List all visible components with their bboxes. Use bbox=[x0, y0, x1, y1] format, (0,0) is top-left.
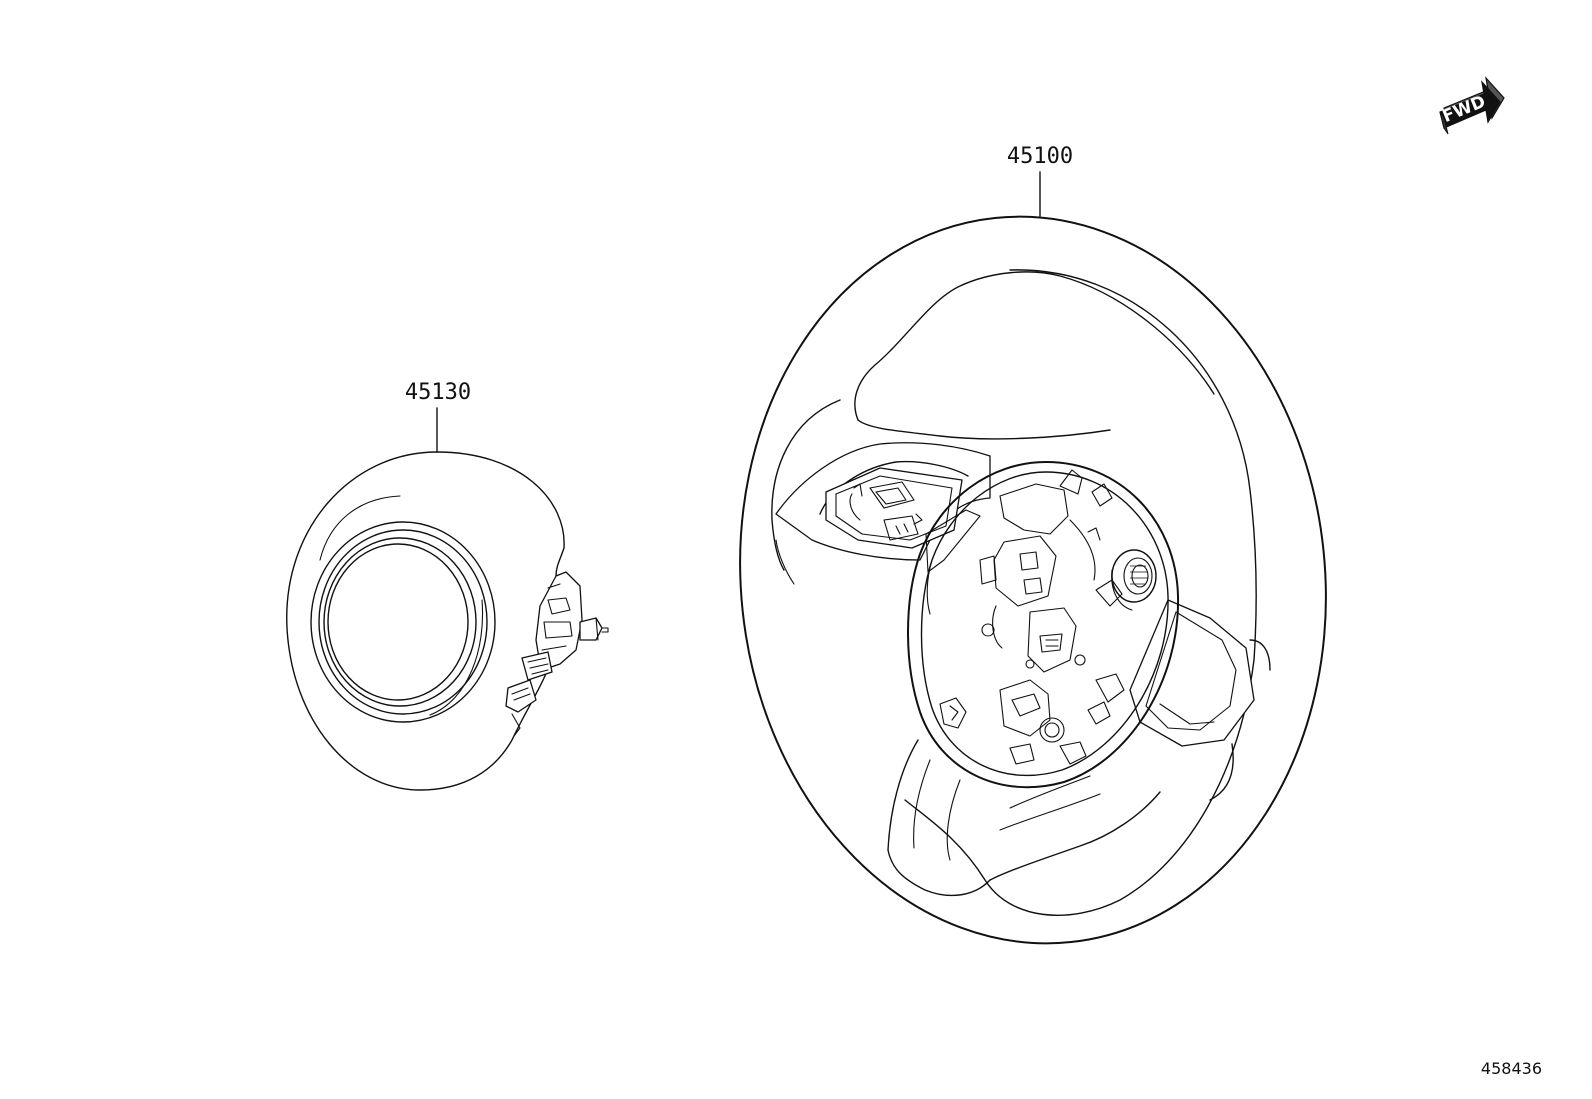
fwd-direction-badge: FWD bbox=[1439, 76, 1505, 135]
diagram-id: 458436 bbox=[1481, 1059, 1542, 1078]
steering-wheel-drawing bbox=[739, 215, 1327, 945]
part-number-45100: 45100 bbox=[1007, 144, 1073, 169]
airbag-pad-drawing bbox=[286, 451, 609, 791]
part-45100-group: 45100 bbox=[739, 144, 1327, 945]
fwd-label: FWD bbox=[1440, 92, 1489, 127]
fwd-arrow-icon bbox=[1439, 76, 1505, 135]
part-number-45130: 45130 bbox=[405, 380, 471, 405]
part-45130-group: 45130 bbox=[286, 380, 609, 791]
